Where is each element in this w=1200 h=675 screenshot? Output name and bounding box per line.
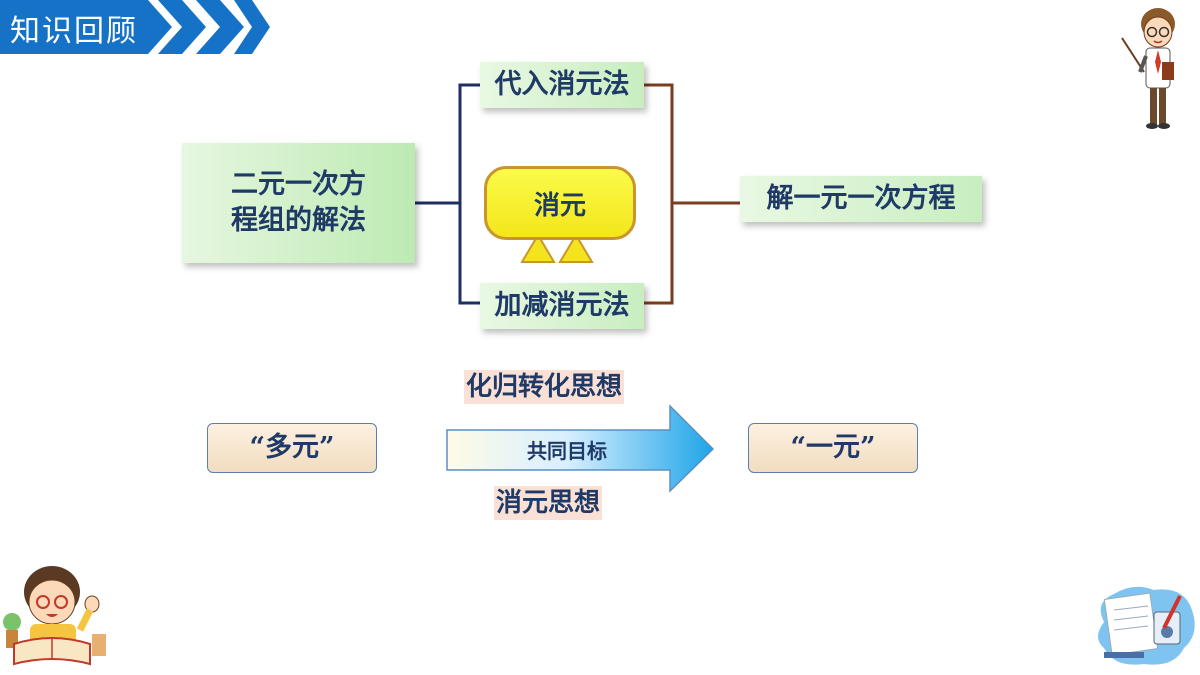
elimination-oval: 消元 <box>484 166 636 240</box>
single-variable-box: “一元” <box>748 423 918 473</box>
header-banner <box>0 0 270 54</box>
root-line-1: 二元一次方 <box>231 169 366 200</box>
addition-subtraction-method-box: 加减消元法 <box>480 283 644 329</box>
transformation-thought-label: 化归转化思想 <box>464 370 625 404</box>
math-notebook-illustration <box>1098 586 1195 665</box>
page-title: 知识回顾 <box>10 14 138 49</box>
root-line-2: 程组的解法 <box>231 205 366 236</box>
substitution-method-box: 代入消元法 <box>480 62 644 108</box>
solve-linear-equation-box: 解一元一次方程 <box>740 176 982 222</box>
teacher-illustration <box>1121 8 1175 129</box>
elimination-thought-label: 消元思想 <box>494 486 603 520</box>
student-illustration <box>3 566 106 666</box>
root-method-box: 二元一次方 程组的解法 <box>182 143 415 263</box>
goal-arrow <box>446 404 715 493</box>
multi-variable-box: “多元” <box>207 423 377 473</box>
common-goal-label: 共同目标 <box>527 439 607 463</box>
